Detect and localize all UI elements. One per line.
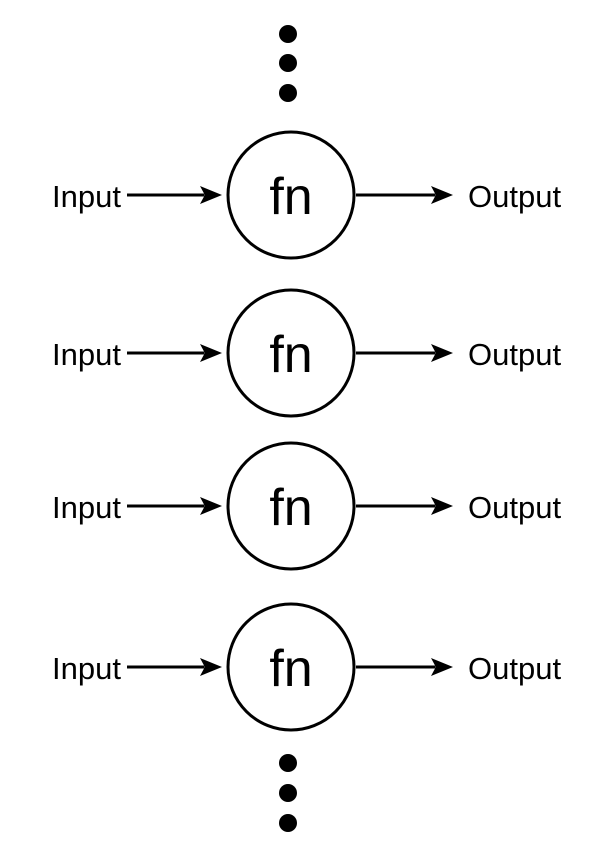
function-row: Input fn Output (52, 602, 561, 732)
ellipsis-top-group (279, 25, 297, 102)
input-label: Input (52, 490, 121, 525)
input-arrow-head-icon (200, 497, 222, 515)
function-node-circle[interactable] (226, 130, 356, 260)
output-arrow-head-icon (431, 658, 453, 676)
function-node-label: fn (269, 479, 312, 537)
function-row: Input fn Output (52, 130, 561, 260)
ellipsis-dot (279, 814, 297, 832)
function-node-label: fn (269, 640, 312, 698)
ellipsis-dot (279, 84, 297, 102)
ellipsis-dot (279, 754, 297, 772)
output-arrow-head-icon (431, 497, 453, 515)
output-label: Output (468, 490, 561, 525)
input-label: Input (52, 651, 121, 686)
output-label: Output (468, 651, 561, 686)
function-node-circle[interactable] (226, 288, 356, 418)
function-row: Input fn Output (52, 441, 561, 571)
ellipsis-bottom-group (279, 754, 297, 832)
ellipsis-dot (279, 25, 297, 43)
output-label: Output (468, 179, 561, 214)
function-node-circle[interactable] (226, 602, 356, 732)
function-node-label: fn (269, 326, 312, 384)
input-arrow-head-icon (200, 344, 222, 362)
ellipsis-dot (279, 54, 297, 72)
input-arrow-head-icon (200, 186, 222, 204)
input-label: Input (52, 337, 121, 372)
function-row: Input fn Output (52, 288, 561, 418)
input-label: Input (52, 179, 121, 214)
ellipsis-dot (279, 784, 297, 802)
output-arrow-head-icon (431, 344, 453, 362)
function-node-label: fn (269, 168, 312, 226)
output-arrow-head-icon (431, 186, 453, 204)
output-label: Output (468, 337, 561, 372)
input-arrow-head-icon (200, 658, 222, 676)
function-node-circle[interactable] (226, 441, 356, 571)
